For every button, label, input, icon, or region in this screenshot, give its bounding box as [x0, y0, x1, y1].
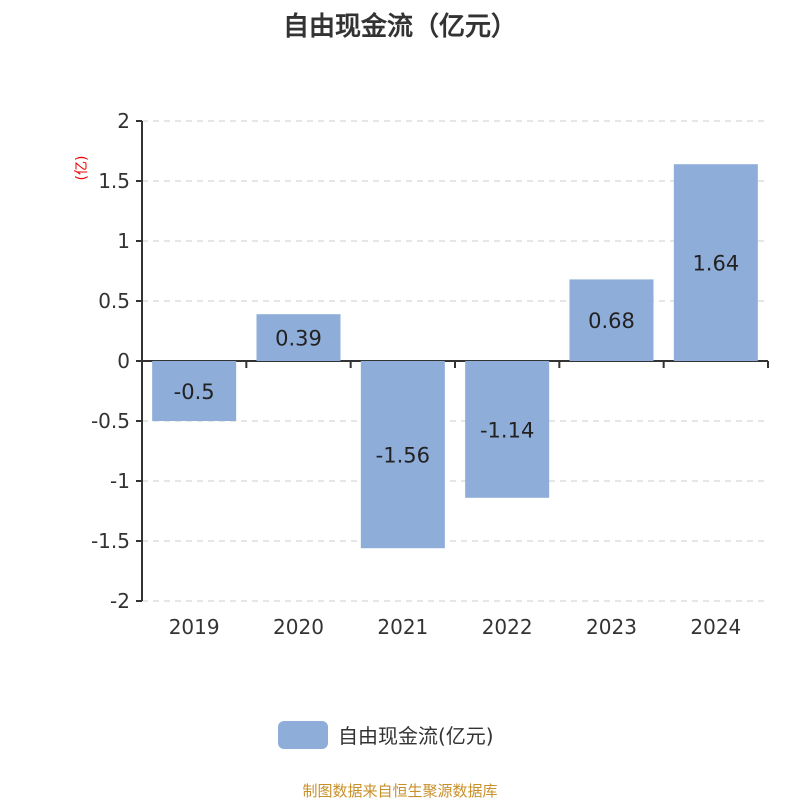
x-tick-label: 2022	[482, 615, 533, 639]
source-note: 制图数据来自恒生聚源数据库	[302, 782, 498, 800]
legend-swatch	[278, 720, 328, 749]
x-tick-label: 2024	[690, 615, 741, 639]
y-tick-label: 1	[117, 229, 130, 253]
x-tick-label: 2021	[377, 615, 428, 639]
y-tick-label: 1.5	[98, 169, 130, 193]
x-tick-label: 2019	[169, 615, 220, 639]
y-tick-label: -1.5	[91, 529, 130, 553]
plot-area: 2 1.5 1 0.5 0 -0.5 -1 -1.5 -2 -0.5 2019 0.39 2020 -1.…	[91, 109, 769, 639]
bar-value-label: 0.39	[275, 327, 322, 351]
bar-value-label: 0.68	[588, 309, 635, 333]
x-tick-label: 2020	[273, 615, 324, 639]
y-tick-label: -2	[110, 589, 130, 613]
legend[interactable]: 自由现金流(亿元)	[278, 720, 494, 749]
bar	[360, 361, 445, 549]
x-tick-label: 2023	[586, 615, 637, 639]
bar-value-label: -1.56	[376, 444, 430, 468]
bar-value-label: -0.5	[174, 380, 215, 404]
y-tick-label: 0	[117, 349, 130, 373]
bar	[256, 314, 341, 361]
bar-value-label: 1.64	[692, 252, 739, 276]
legend-label: 自由现金流(亿元)	[338, 724, 494, 748]
y-tick-label: -0.5	[91, 409, 130, 433]
y-tick-label: -1	[110, 469, 130, 493]
bar	[465, 361, 550, 498]
y-tick-label: 2	[117, 109, 130, 133]
bar	[569, 279, 654, 361]
bar	[673, 164, 758, 361]
chart-title: 自由现金流（亿元）	[282, 12, 517, 42]
bar-value-label: -1.14	[480, 418, 534, 442]
y-tick-label: 0.5	[98, 289, 130, 313]
bar	[152, 361, 237, 421]
